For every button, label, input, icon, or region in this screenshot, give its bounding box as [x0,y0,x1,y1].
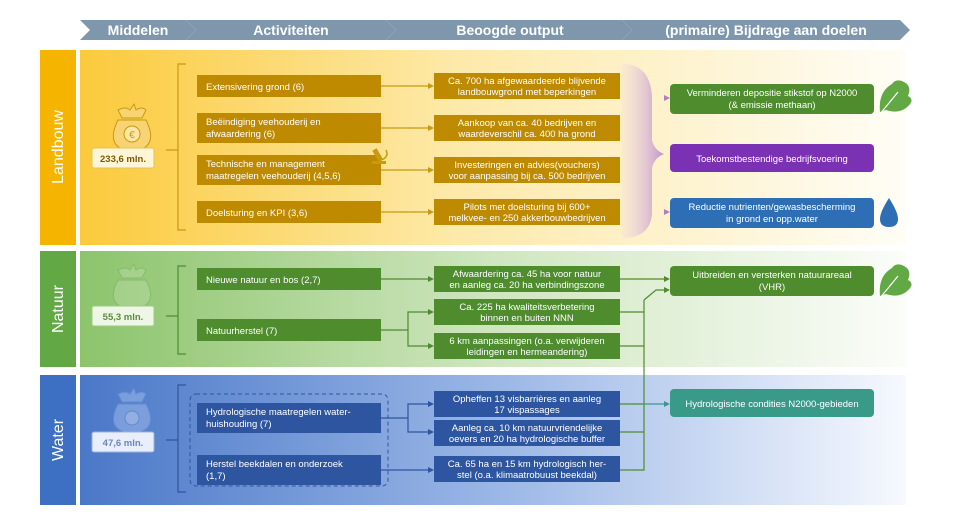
header-bijdrage-doelen: (primaire) Bijdrage aan doelen [622,20,910,40]
output-label: Investeringen en advies(vouchers)voor aa… [449,160,606,182]
goal-box: Hydrologische condities N2000-gebieden [670,389,874,417]
output-box: Investeringen en advies(vouchers)voor aa… [434,157,620,183]
budget-box [91,147,155,169]
budget-label: 47,6 mln. [103,438,144,449]
goal-label: Verminderen depositie stikstof op N2000(… [687,88,858,111]
goal-box: Uitbreiden en versterken natuurareaal(VH… [670,266,874,296]
budget-box [91,305,155,327]
output-label: Ca. 65 ha en 15 km hydrologisch her-stel… [448,459,606,481]
header-chevron [80,20,196,40]
section-label: Water [50,418,67,461]
section-side-bar [40,251,76,367]
activity-box: Nieuwe natuur en bos (2,7) [197,268,381,290]
section-side-bar [40,50,76,245]
output-group-brace [622,64,664,238]
output-box: Pilots met doelsturing bij 600+melkvee- … [434,199,620,225]
goal-label: Hydrologische condities N2000-gebieden [685,399,858,410]
output-box: Ca. 65 ha en 15 km hydrologisch her-stel… [434,456,620,482]
header-chevron [186,20,396,40]
header-beoogde-output: Beoogde output [386,20,632,40]
header-chevron [386,20,632,40]
svg-text:€: € [129,130,135,141]
brace-arrow [664,209,670,215]
activity-label: Herstel beekdalen en onderzoek(1,7) [206,459,343,482]
goal-label: Toekomstbestendige bedrijfsvoering [696,154,848,165]
bracket-line [166,63,186,231]
section-water: Water 47,6 mln. Hydrologische maatregele… [40,375,906,505]
header-activiteiten: Activiteiten [186,20,396,40]
activity-box: Extensivering grond (6) [197,75,381,97]
goal-box: Toekomstbestendige bedrijfsvoering [670,144,874,172]
activity-label: Hydrologische maatregelen water-huishoud… [206,407,351,430]
activity-group-outline [189,393,389,487]
goal-connectors [620,276,670,471]
money-bag-icon: € [112,102,152,153]
goal-label: Uitbreiden en versterken natuurareaal(VH… [692,270,851,293]
section-side-bar [40,375,76,505]
budget-label: 233,6 mln. [100,154,146,165]
goal-box: Verminderen depositie stikstof op N2000(… [670,84,874,114]
activity-box: Hydrologische maatregelen water-huishoud… [197,403,381,433]
leaf-icon [879,264,912,299]
header-label: Middelen [108,22,169,38]
output-label: Pilots met doelsturing bij 600+melkvee- … [448,202,605,224]
money-bag-icon [112,386,152,435]
header-label: Activiteiten [253,22,328,38]
header-label: Beoogde output [456,22,564,38]
section-label: Natuur [50,284,67,333]
section-label: Landbouw [50,110,67,184]
activity-label: Doelsturing en KPI (3,6) [206,208,307,219]
activity-label: Extensivering grond (6) [206,82,304,93]
header-bar: Middelen Activiteiten Beoogde output (pr… [80,20,910,40]
bracket-line [166,384,186,493]
activity-box: Natuurherstel (7) [197,319,381,341]
activity-label: Nieuwe natuur en bos (2,7) [206,275,321,286]
microscope-icon [372,148,388,164]
brace-arrow [664,95,670,101]
activity-label: Natuurherstel (7) [206,326,277,337]
money-bag-icon [112,262,152,311]
activity-box: Herstel beekdalen en onderzoek(1,7) [197,455,381,485]
connector-arrows [381,401,434,473]
header-chevron [622,20,910,40]
budget-label: 55,3 mln. [103,312,144,323]
water-drop-icon [880,198,898,227]
header-label: (primaire) Bijdrage aan doelen [665,22,867,38]
header-middelen: Middelen [80,20,196,40]
connector-arrows [381,83,434,215]
activity-box: Doelsturing en KPI (3,6) [197,201,381,223]
connector-arrows [381,276,434,349]
budget-box [91,431,155,453]
bracket-line [166,265,186,355]
leaf-icon [879,80,912,115]
